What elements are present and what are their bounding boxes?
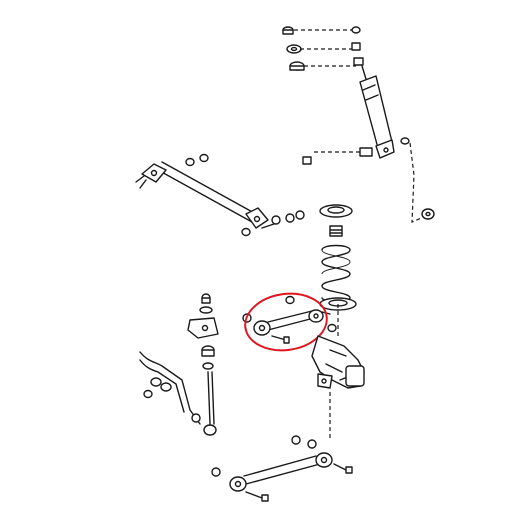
lower-arm-nut-3 — [211, 467, 221, 477]
bracket-hole — [201, 324, 209, 332]
upper-washer-hole — [290, 46, 298, 52]
lower-arm-bolt-right — [333, 463, 347, 471]
stabilizer-bush-3 — [143, 389, 153, 399]
upper-arm-nut-right — [327, 323, 337, 333]
lateral-rod-bush-3 — [295, 210, 305, 220]
shock-drop-line — [409, 142, 427, 223]
stabilizer-bar — [139, 351, 201, 425]
upper-arm-nut-top — [285, 295, 295, 305]
lateral-rod-bolt — [261, 223, 275, 229]
upper-bushing-body — [289, 65, 305, 71]
link-bottom-eye — [203, 424, 217, 436]
upper-mount-parts — [282, 26, 364, 71]
lower-control-arm — [211, 435, 353, 502]
shock-eye-hole — [383, 147, 389, 153]
shock-dust-cover — [362, 84, 379, 101]
highlight-ring — [244, 292, 328, 352]
stabilizer-link-rod — [207, 371, 211, 425]
lower-arm-left-bush — [229, 476, 247, 492]
lower-arm-bar — [243, 455, 321, 485]
lateral-rod-left-bolt — [135, 175, 147, 189]
axle-housing — [311, 304, 365, 440]
spring-upper-seat-inner — [327, 206, 345, 214]
upper-arm-left-hole — [258, 324, 266, 332]
shock-bolt — [359, 147, 373, 157]
upper-arm-bolt-head — [283, 336, 290, 344]
axle-center-line — [329, 304, 339, 440]
lower-arm-bolt-left-head — [261, 494, 269, 502]
lateral-rod-right-eye — [245, 207, 269, 229]
right-cap — [353, 57, 364, 66]
lower-arm-right-hole — [320, 456, 328, 464]
right-spacer — [351, 42, 361, 51]
coil-spring-assembly — [319, 204, 357, 311]
upper-control-arm — [242, 292, 337, 352]
lateral-rod-nut-top-1 — [185, 157, 195, 167]
lateral-rod-bush-1 — [271, 215, 281, 225]
upper-arm-right-bush — [308, 309, 324, 323]
upper-arm-bar — [267, 310, 315, 331]
stabilizer-bush-2 — [160, 382, 172, 392]
lateral-rod-nut-top-2 — [199, 153, 209, 163]
stabilizer-bush-1 — [150, 377, 162, 387]
lateral-rod-right-hole — [253, 215, 261, 223]
axle-flange — [345, 365, 365, 387]
shock-body — [359, 75, 393, 149]
lateral-rod-bush-2 — [285, 213, 295, 223]
lateral-rod-left-eye — [141, 163, 167, 183]
axle-mount-hole — [321, 378, 327, 384]
lower-arm-bolt-left — [245, 491, 263, 499]
shock-lower-nut — [421, 208, 435, 220]
upper-washer — [286, 44, 302, 54]
coil-spring-back — [321, 249, 351, 287]
lower-arm-nut-1 — [291, 435, 301, 445]
upper-arm-left-bush — [253, 320, 271, 336]
axle-mount-tab — [317, 373, 333, 389]
upper-nut-body — [282, 29, 294, 35]
link-nut-top-body — [201, 297, 211, 304]
mount-leader-lines — [294, 29, 356, 67]
upper-arm-right-hole — [313, 313, 319, 319]
lower-arm-left-hole — [234, 480, 242, 488]
lateral-rod-nut-bottom — [241, 227, 251, 237]
shock-lower-nut-hole — [425, 211, 431, 217]
lower-arm-right-bush — [315, 452, 333, 468]
link-bush-1-body — [201, 349, 215, 357]
stabilizer-link-rod-2 — [211, 371, 215, 425]
bump-stopper-bellows — [329, 229, 343, 234]
link-washer — [199, 306, 213, 314]
lateral-rod-bar — [157, 161, 257, 223]
shock-nut-right — [400, 137, 410, 145]
shock-washer — [302, 156, 312, 165]
bump-stopper — [329, 225, 343, 237]
shock-absorber — [302, 65, 435, 223]
right-nut — [351, 26, 361, 34]
lower-arm-bolt-right-head — [345, 466, 353, 474]
lower-arm-nut-2 — [307, 439, 317, 449]
stabilizer-end-nut — [191, 413, 201, 423]
lateral-rod-left-hole — [150, 169, 158, 177]
link-bush-2 — [202, 362, 214, 370]
lateral-rod — [135, 153, 305, 237]
stabilizer-parts — [139, 293, 219, 436]
spring-upper-seat — [319, 204, 353, 218]
